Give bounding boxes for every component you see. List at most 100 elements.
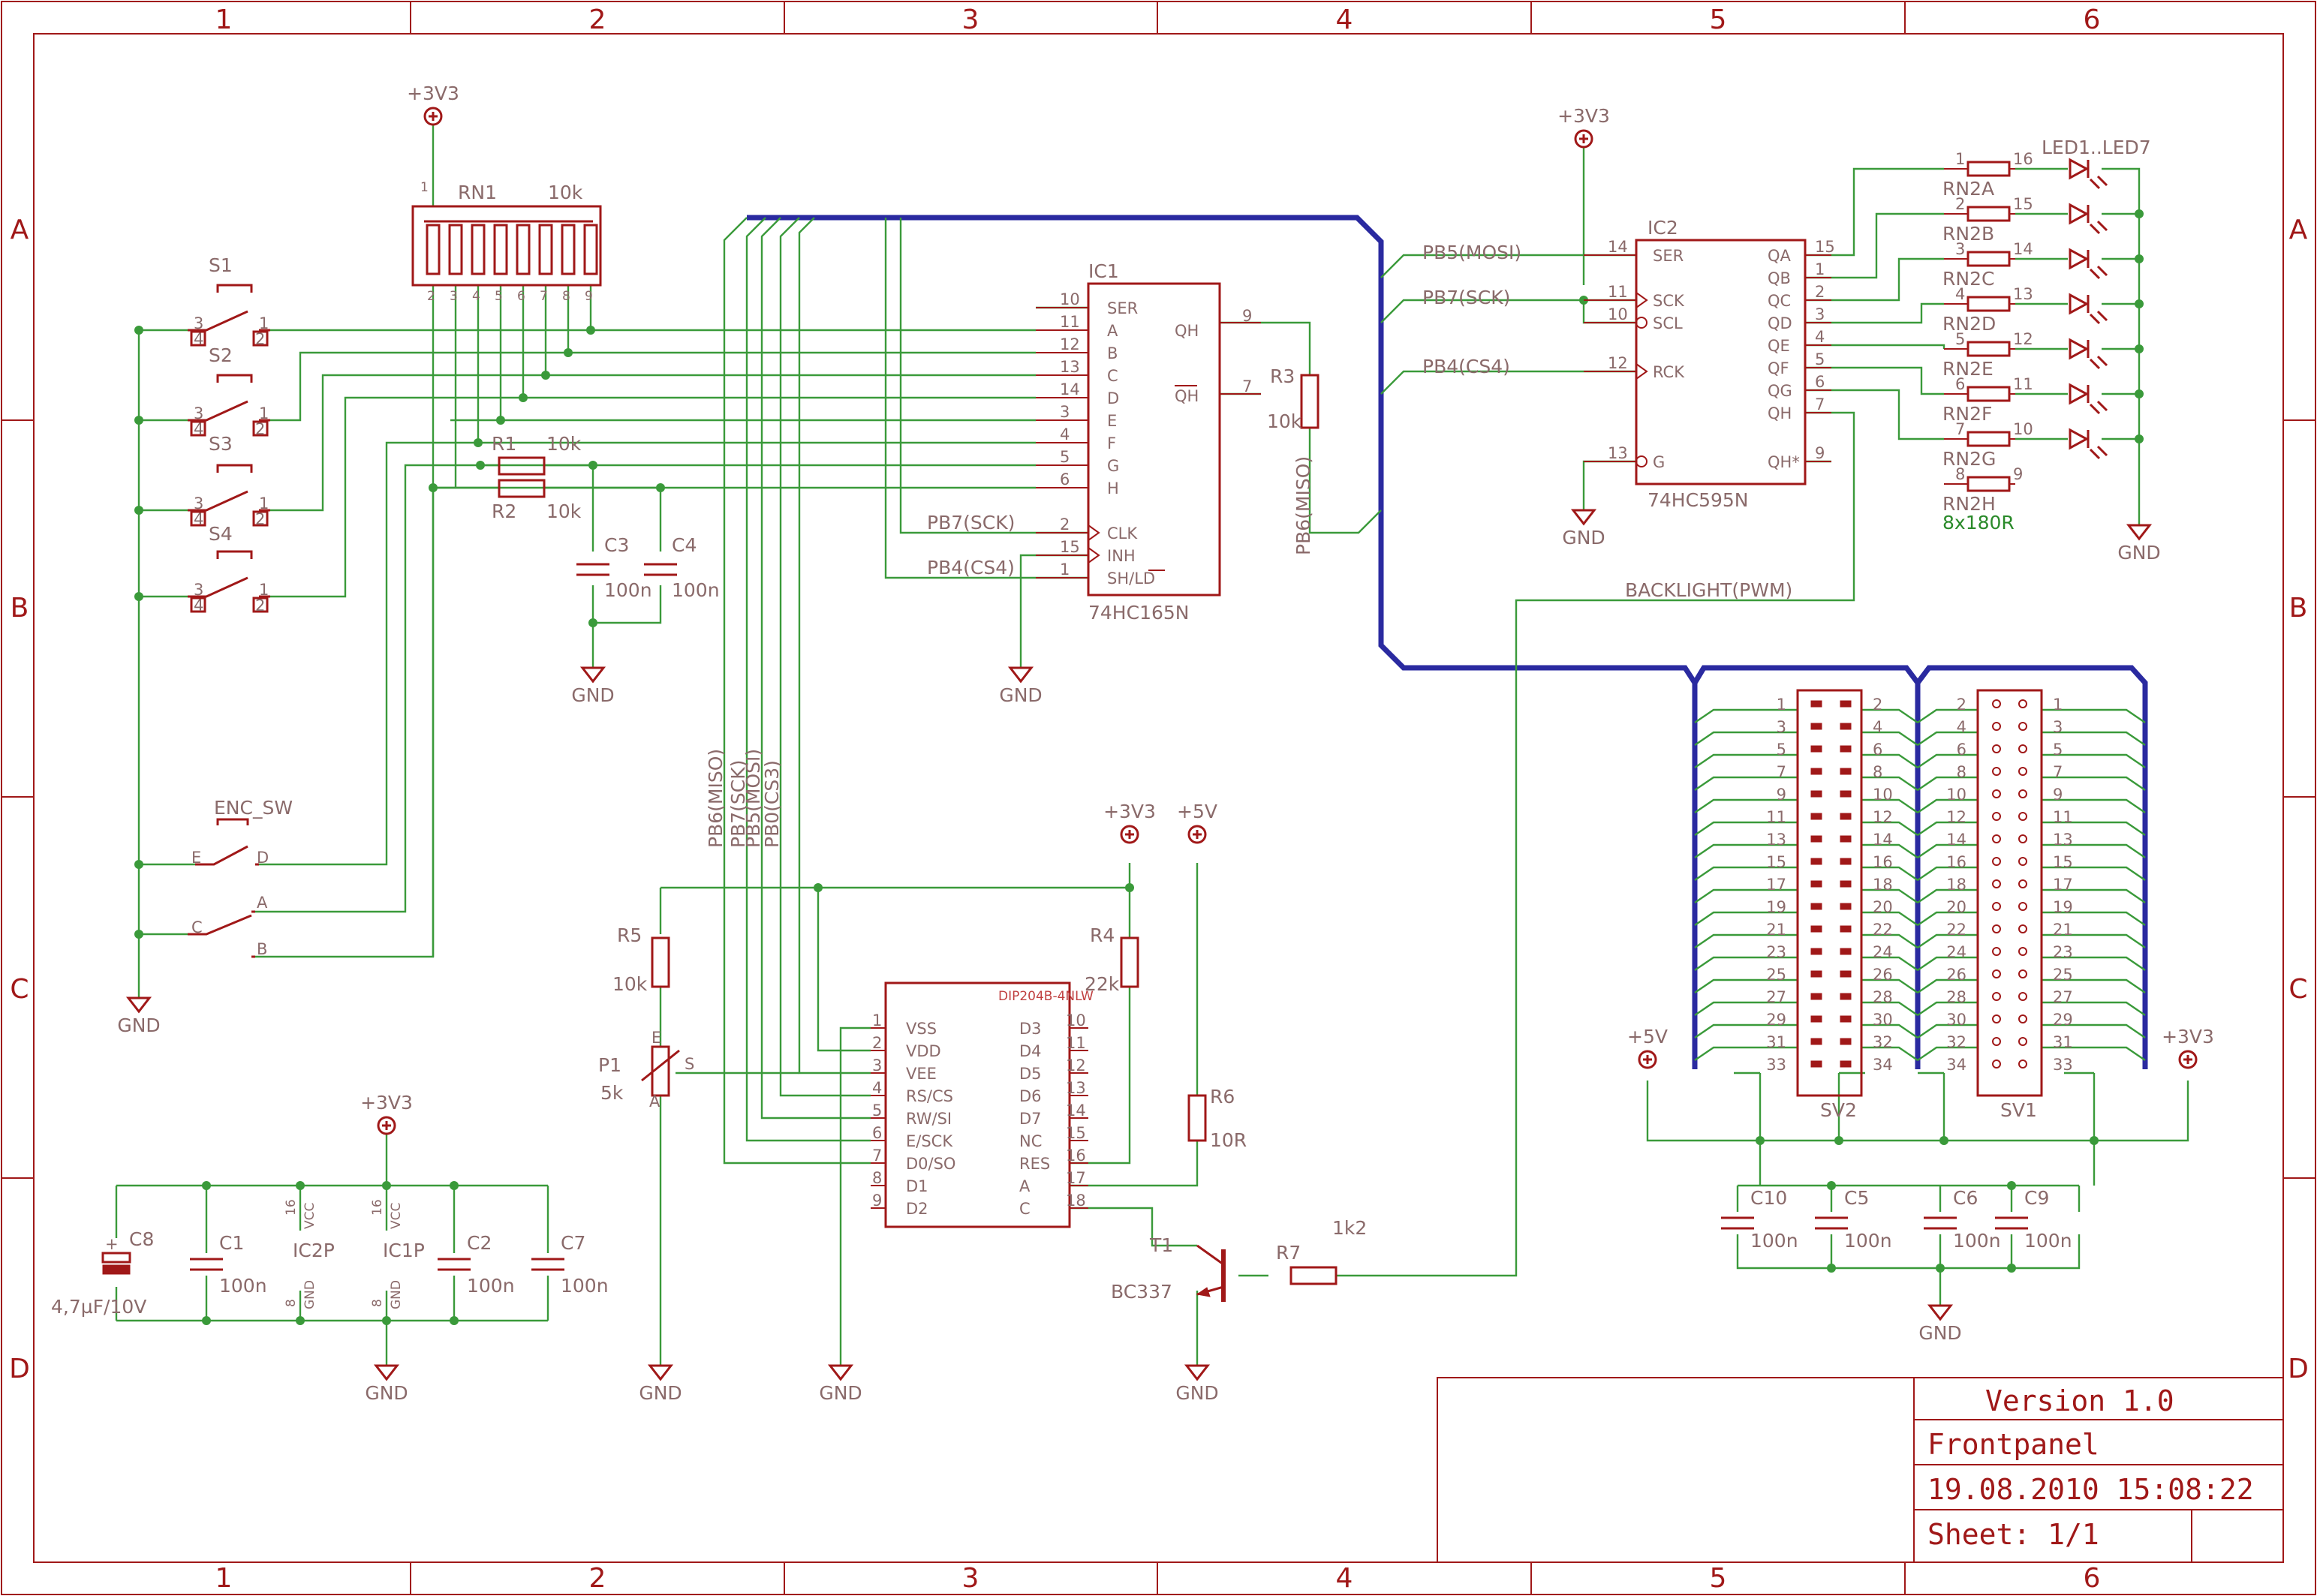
- sv2-pin-14: 14: [1873, 831, 1893, 849]
- rn1-pin-8: 8: [562, 289, 570, 304]
- pwr-v33-rn1-symbol: [423, 107, 443, 126]
- r5-body: [651, 936, 670, 988]
- sv1-pin-32: 32: [1946, 1033, 1966, 1051]
- r7-body: [1289, 1266, 1338, 1285]
- sv1-pin-20: 20: [1946, 898, 1966, 916]
- rn2-left-pin-2: 2: [1955, 195, 1965, 213]
- t1-type: BC337: [1111, 1281, 1172, 1303]
- lcd-pin-num-2: 2: [872, 1034, 882, 1052]
- ic1-pin-num-5: 5: [1060, 448, 1070, 466]
- sv2-pin-13: 13: [1766, 831, 1786, 849]
- p1-a: A: [649, 1093, 660, 1111]
- rn1-pin1: 1: [420, 180, 429, 195]
- ic2p-gnd: GND: [302, 1280, 317, 1309]
- rn2-value: 8x180R: [1942, 512, 2015, 534]
- rn2-name-3: RN2C: [1942, 268, 1994, 290]
- switch-pin3: 3: [194, 404, 203, 422]
- ic1-qh: QH: [1175, 322, 1199, 340]
- sv1-pin-30: 30: [1946, 1011, 1966, 1029]
- pwr-v5-sv-label: +5V: [1627, 1026, 1668, 1047]
- lcd-pin-num-12: 12: [1066, 1056, 1086, 1075]
- title-name: Frontpanel: [1927, 1428, 2099, 1461]
- sv1-pin-4: 4: [1957, 718, 1966, 736]
- ic1-pin-name-c: C: [1107, 367, 1118, 385]
- lcd-pin-name-d4: D4: [1019, 1042, 1042, 1060]
- capacitors: + C3 100n C4 100n C8 4,7µF/10V C1 100n C…: [51, 534, 2072, 1318]
- enc-c: C: [191, 918, 203, 936]
- c1-name: C1: [219, 1232, 244, 1254]
- sv1-pin-22: 22: [1946, 921, 1966, 939]
- col-label-bottom-1: 1: [215, 1563, 233, 1594]
- lcd-pin-num-6: 6: [872, 1124, 882, 1142]
- lcd-pin-name-d2: D2: [906, 1200, 928, 1218]
- sv1-pin-6: 6: [1957, 741, 1966, 759]
- r4-body: [1120, 936, 1139, 988]
- rn1-pin-2: 2: [427, 289, 435, 304]
- lcd-pin-num-7: 7: [872, 1147, 882, 1165]
- lcd-pin-num-8: 8: [872, 1169, 882, 1187]
- lcd-pin-name-d3: D3: [1019, 1020, 1042, 1038]
- enc-ab-contact: [188, 910, 255, 958]
- switch-pin3: 3: [194, 494, 203, 512]
- ic1-qh-num: 9: [1242, 307, 1252, 325]
- pwr-v5-lcd-label: +5V: [1177, 801, 1217, 822]
- pwr-v33-ic-symbol: [377, 1116, 396, 1135]
- sv2-pin-33: 33: [1766, 1056, 1786, 1074]
- lcd-pin-num-1: 1: [872, 1011, 882, 1029]
- r6-value: 10R: [1210, 1129, 1247, 1151]
- c5-name: C5: [1844, 1187, 1869, 1209]
- sv2-pin-1: 1: [1777, 696, 1786, 714]
- switch-pin4: 4: [194, 510, 203, 528]
- net-labels: PB5(MOSI) PB7(SCK) PB4(CS4) PB7(SCK) PB4…: [705, 242, 1792, 848]
- c10-name: C10: [1750, 1187, 1787, 1209]
- sv1-pin-28: 28: [1946, 988, 1966, 1006]
- rn2-resistor-2: [1966, 206, 2011, 222]
- ic1-pin-num-4: 4: [1060, 425, 1070, 443]
- ic2-pin-name-qh: QH: [1768, 404, 1792, 422]
- gnd-sv-label: GND: [1918, 1322, 1961, 1344]
- col-label-bottom-2: 2: [589, 1563, 606, 1594]
- sv2-pin-19: 19: [1766, 898, 1786, 916]
- col-label-bottom-4: 4: [1336, 1563, 1353, 1594]
- switch-pin3: 3: [194, 314, 203, 332]
- ic2-pin-name-qf: QF: [1768, 359, 1789, 377]
- c8-value: 4,7µF/10V: [51, 1296, 146, 1318]
- pwr-v33-ic2-symbol: [1574, 129, 1593, 149]
- ic2-type: 74HC595N: [1647, 489, 1749, 511]
- sv1-pin-5: 5: [2053, 741, 2063, 759]
- rn2-right-pin-9: 9: [2013, 465, 2023, 483]
- sv2-pin-3: 3: [1777, 718, 1786, 736]
- r7-name: R7: [1276, 1242, 1301, 1264]
- pwr-v33-ic-label: +3V3: [360, 1092, 413, 1114]
- ic2-pin-name-qe: QE: [1768, 337, 1790, 355]
- r1-body: [498, 456, 546, 476]
- ic1-pin-name-inh: INH: [1107, 547, 1136, 565]
- led-5-icon: [2069, 338, 2090, 360]
- sv2-pin-23: 23: [1766, 943, 1786, 961]
- sv1-pin-16: 16: [1946, 853, 1966, 871]
- switch-pin4: 4: [194, 420, 203, 438]
- net-pb4-cs4-ic1: PB4(CS4): [927, 557, 1015, 579]
- ic1-pin-num-15: 15: [1060, 538, 1080, 556]
- c6-value: 100n: [1953, 1230, 2001, 1252]
- ic1-pin-name-f: F: [1107, 434, 1116, 452]
- ic1-pin-name-sh-ld: SH/LD: [1107, 570, 1155, 588]
- ic2-pin-num-3: 3: [1815, 305, 1825, 323]
- p1-potentiometer: P1 5k E S A: [598, 1029, 694, 1111]
- r6-body: [1187, 1094, 1207, 1142]
- junction-dots: [134, 209, 2144, 1325]
- c8-name: C8: [129, 1228, 154, 1250]
- ic2-pin-name-qb: QB: [1768, 269, 1791, 287]
- rn2-name-8: RN2H: [1942, 493, 1996, 515]
- c10-value: 100n: [1750, 1230, 1798, 1252]
- gnd-t1-label: GND: [1175, 1382, 1218, 1404]
- switch-s3-contact: [188, 490, 270, 512]
- title-block: Version 1.0 Frontpanel 19.08.2010 15:08:…: [1437, 1377, 2284, 1563]
- rn1-name: RN1: [458, 182, 497, 203]
- sv1-pin-29: 29: [2053, 1011, 2073, 1029]
- sv1-pin-9: 9: [2053, 786, 2063, 804]
- gnd-pot-label: GND: [639, 1382, 682, 1404]
